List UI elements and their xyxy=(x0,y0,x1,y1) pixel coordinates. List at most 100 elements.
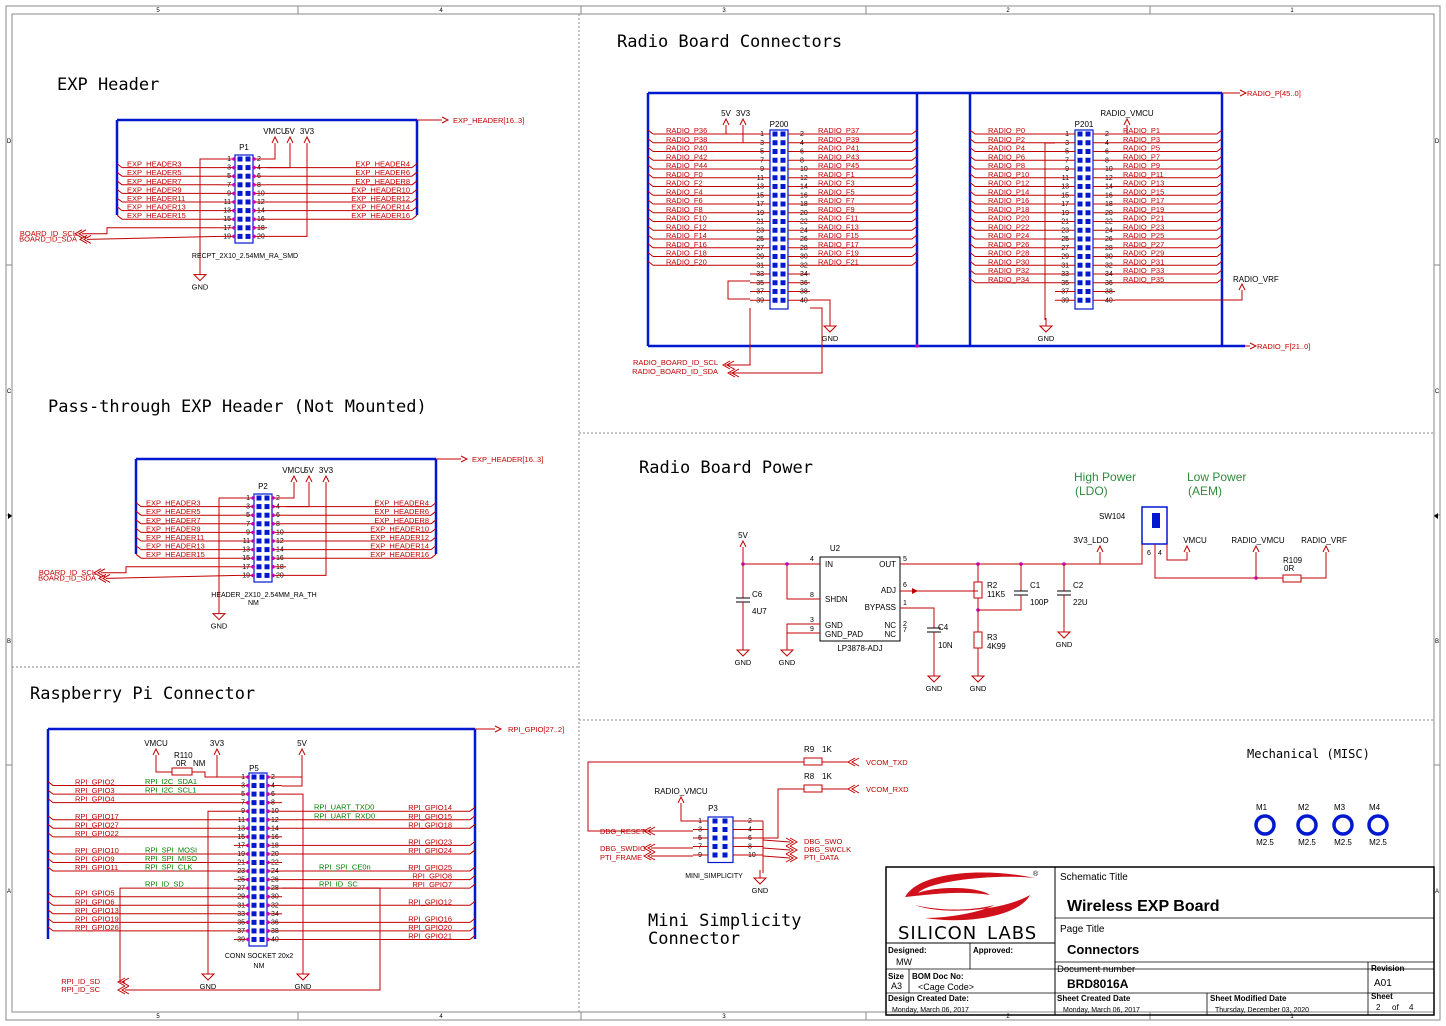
pin-square xyxy=(245,216,251,222)
bus-entry xyxy=(47,909,54,915)
tb-bom: <Cage Code> xyxy=(918,982,974,992)
pin-square xyxy=(772,236,778,242)
pin-square xyxy=(259,885,265,891)
pin-square xyxy=(264,564,270,570)
pin-square xyxy=(1085,149,1091,154)
c4-gnd: GND xyxy=(926,668,943,693)
junction-dot xyxy=(266,920,270,925)
v5-wire xyxy=(267,143,291,169)
connector-part: RECPT_2X10_2.54MM_RA_SMD xyxy=(192,253,298,260)
radio-net-right: RADIO_F1 xyxy=(818,170,855,179)
u2-pin-out: OUT xyxy=(879,560,896,569)
radio-net-right: RADIO_P33 xyxy=(1123,266,1164,275)
junction-dot xyxy=(246,912,250,916)
c4-value: 10N xyxy=(938,641,953,650)
bus-entry xyxy=(116,163,123,168)
tb-doc: BRD8016A xyxy=(1067,977,1129,991)
junction-dot xyxy=(271,556,275,560)
radio-net-right: RADIO_P39 xyxy=(818,135,859,144)
pin-square xyxy=(256,529,262,535)
bus-entry xyxy=(647,208,654,214)
bus-entry xyxy=(647,173,654,179)
u2-pin-number: 5 xyxy=(903,556,907,563)
pin-square xyxy=(259,928,265,934)
tb-designed: MW xyxy=(896,957,912,967)
pin-square xyxy=(259,817,265,823)
junction-dot xyxy=(252,200,256,204)
bus-entry xyxy=(116,206,123,211)
title-mini-2: Connector xyxy=(648,929,740,949)
dbg-swclk-label: DBG_SWCLK xyxy=(804,845,851,854)
bus-entry xyxy=(135,545,142,550)
radio-net-right: RADIO_F13 xyxy=(818,222,859,231)
power-label: 5V xyxy=(285,127,295,136)
c2-value: 22U xyxy=(1073,598,1088,607)
radio-connector-ref: P201 xyxy=(1075,120,1094,129)
bus-entry xyxy=(469,926,476,932)
tb-sheet-created: Monday, March 06, 2017 xyxy=(1063,1007,1140,1014)
exp-net-left: EXP_HEADER7 xyxy=(127,177,182,186)
r9-value: 1K xyxy=(822,745,832,754)
pin-square xyxy=(772,219,778,224)
id-scl-wire xyxy=(101,566,239,574)
radio-net-right: RADIO_P35 xyxy=(1123,275,1164,284)
p201-vmcu-wire xyxy=(1115,125,1128,135)
radio-net-left: RADIO_P12 xyxy=(988,179,1029,188)
pin-square xyxy=(712,835,718,841)
bus-entry xyxy=(469,900,476,906)
bus-entry xyxy=(647,234,654,240)
rpi-id-sc-label: RPI_ID_SC xyxy=(61,985,100,994)
adj-arrow xyxy=(912,588,918,594)
radio-net-left: RADIO_P0 xyxy=(988,126,1025,135)
wire xyxy=(978,595,1022,611)
bus-entry xyxy=(47,832,54,838)
svg-text:®: ® xyxy=(1033,870,1039,878)
radio-net-left: RADIO_P24 xyxy=(988,231,1029,240)
bus-entry xyxy=(116,197,123,203)
exp-gnd: GND xyxy=(211,605,228,631)
gnd-triangle xyxy=(779,649,795,657)
border-col-top: 3 xyxy=(722,8,726,14)
junction-dot xyxy=(251,513,255,517)
radio-net-right: RADIO_F11 xyxy=(818,214,858,223)
junction-dot xyxy=(266,835,270,839)
bus-entry xyxy=(116,180,123,186)
pin-square xyxy=(772,166,778,172)
junction-dot xyxy=(271,573,275,578)
logo-word-silicon: SILICON xyxy=(898,923,977,944)
pin-square xyxy=(256,538,262,544)
v33-wire xyxy=(267,143,308,237)
dbg-swdio-label: DBG_SWDIO xyxy=(600,844,646,853)
junction-dot xyxy=(266,860,270,865)
pin-square xyxy=(245,165,251,171)
bus-entry xyxy=(47,917,54,923)
pin-square xyxy=(722,852,728,858)
pin-square xyxy=(251,894,257,900)
connector-body xyxy=(234,154,254,244)
rpi-net-left: RPI_GPIO19 xyxy=(75,914,119,923)
power-label: VMCU xyxy=(263,127,287,136)
bus-entry xyxy=(430,519,437,525)
mech-ref: M4 xyxy=(1369,803,1381,812)
pin-square xyxy=(251,911,257,917)
rpi-net-left: RPI_GPIO9 xyxy=(75,855,115,864)
pin-square xyxy=(264,538,270,544)
rpi-ref: P5 xyxy=(249,764,259,773)
radio-net-left: RADIO_P8 xyxy=(988,161,1025,170)
sw104-ref: SW104 xyxy=(1099,512,1126,521)
rpi-net-left: RPI_GPIO5 xyxy=(75,889,115,898)
radio-net-left: RADIO_P34 xyxy=(988,275,1029,284)
gnd-triangle xyxy=(200,973,216,981)
rpi-gnd-right xyxy=(282,793,304,966)
exp-net-left: EXP_HEADER13 xyxy=(127,203,186,212)
gnd-triangle xyxy=(1056,631,1072,639)
pin-square xyxy=(256,547,262,553)
junction-dot xyxy=(246,877,250,882)
r109-value: 0R xyxy=(1284,564,1294,573)
bus-entry xyxy=(647,190,654,196)
bus-entry xyxy=(47,815,54,821)
junction-dot xyxy=(785,562,789,566)
pwr-5v: 5V xyxy=(738,531,749,548)
border-row-left: A xyxy=(7,889,11,895)
